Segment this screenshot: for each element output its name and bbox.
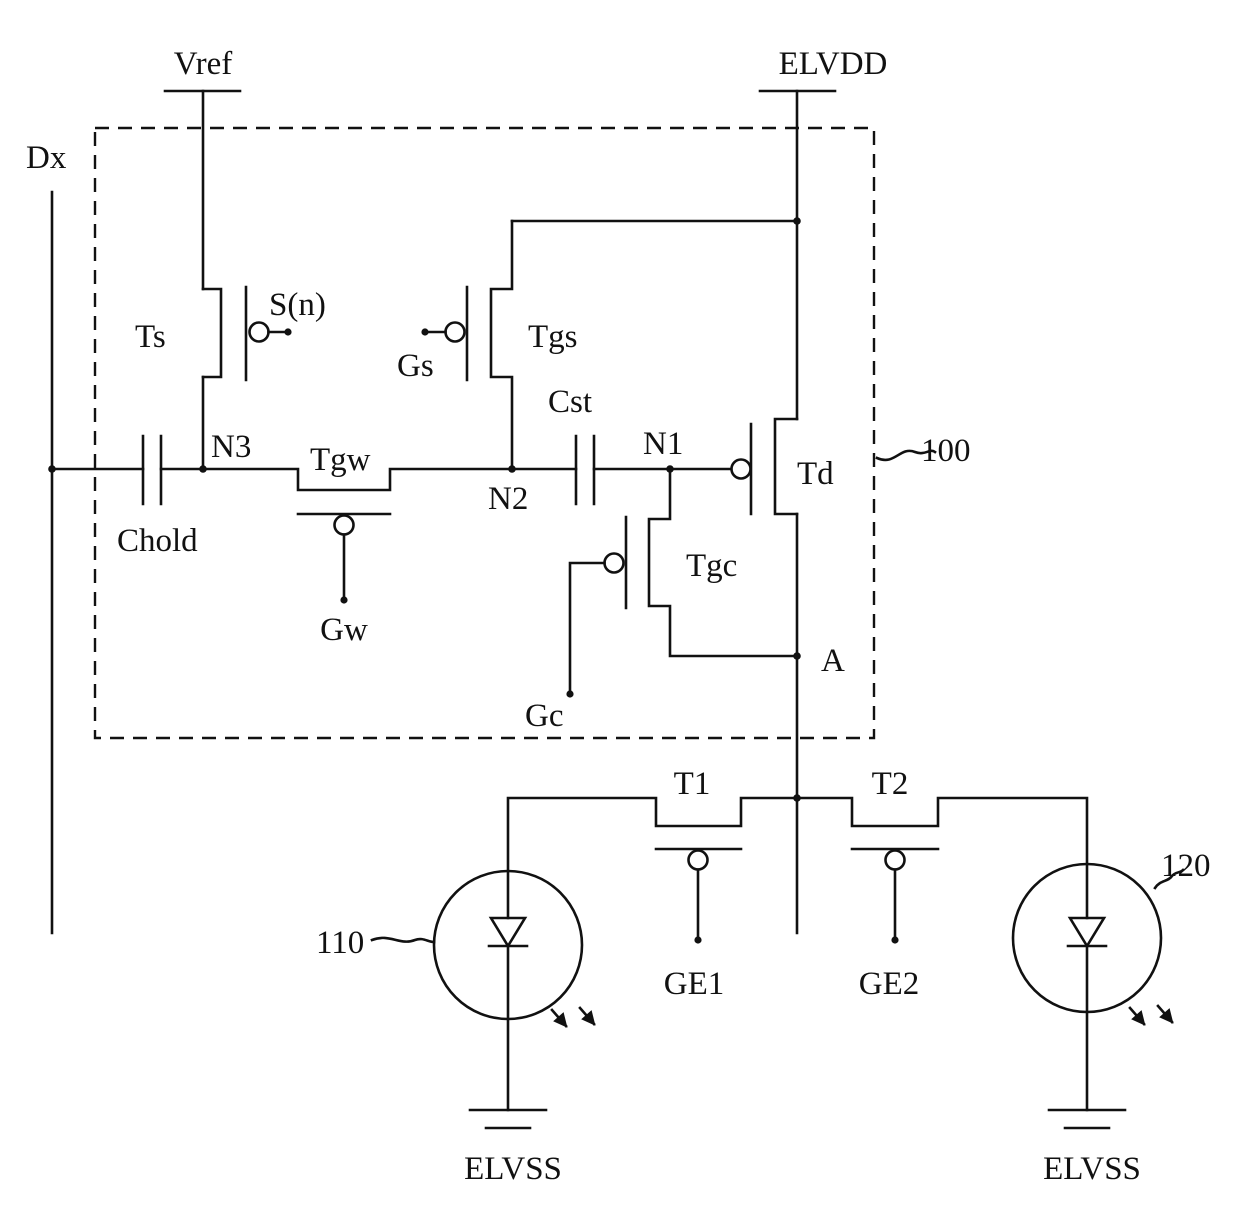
transistor-t2 xyxy=(797,798,1087,944)
label-gw: Gw xyxy=(320,612,368,648)
label-n1: N1 xyxy=(643,426,683,462)
led-left xyxy=(434,871,594,1110)
label-ref-100: 100 xyxy=(921,433,971,469)
label-dx: Dx xyxy=(26,140,67,176)
label-ge2: GE2 xyxy=(859,966,920,1002)
label-t2: T2 xyxy=(872,766,909,802)
label-t1: T1 xyxy=(674,766,711,802)
label-ref-120: 120 xyxy=(1161,848,1211,884)
label-ts: Ts xyxy=(135,319,166,355)
label-elvss-left: ELVSS xyxy=(464,1151,562,1187)
label-chold: Chold xyxy=(117,523,198,559)
label-gs: Gs xyxy=(397,348,434,384)
label-n3: N3 xyxy=(211,429,251,465)
label-ge1: GE1 xyxy=(664,966,725,1002)
label-elvdd: ELVDD xyxy=(779,46,888,82)
led-right xyxy=(1013,864,1172,1110)
label-node-a: A xyxy=(821,643,845,679)
transistor-t1 xyxy=(508,798,797,944)
ground-right xyxy=(1049,1110,1125,1128)
label-tgs: Tgs xyxy=(528,319,578,355)
transistor-td xyxy=(670,419,797,514)
label-cst: Cst xyxy=(548,384,592,420)
junction-dots xyxy=(48,217,801,802)
vref-rail xyxy=(165,91,240,289)
label-tgc: Tgc xyxy=(686,548,737,584)
transistor-tgw xyxy=(203,469,512,604)
elvdd-rail xyxy=(512,91,835,419)
label-elvss-right: ELVSS xyxy=(1043,1151,1141,1187)
label-n2: N2 xyxy=(488,481,528,517)
label-scan-signal: S(n) xyxy=(269,287,326,323)
leader-110 xyxy=(372,938,434,942)
label-ref-110: 110 xyxy=(316,925,364,961)
label-vref: Vref xyxy=(174,46,232,82)
label-gc: Gc xyxy=(525,698,563,734)
ground-left xyxy=(470,1110,546,1128)
label-td: Td xyxy=(797,456,834,492)
transistor-tgc xyxy=(566,469,797,698)
label-tgw: Tgw xyxy=(310,442,371,478)
capacitor-chold xyxy=(52,436,203,504)
transistor-tgs xyxy=(421,221,512,469)
